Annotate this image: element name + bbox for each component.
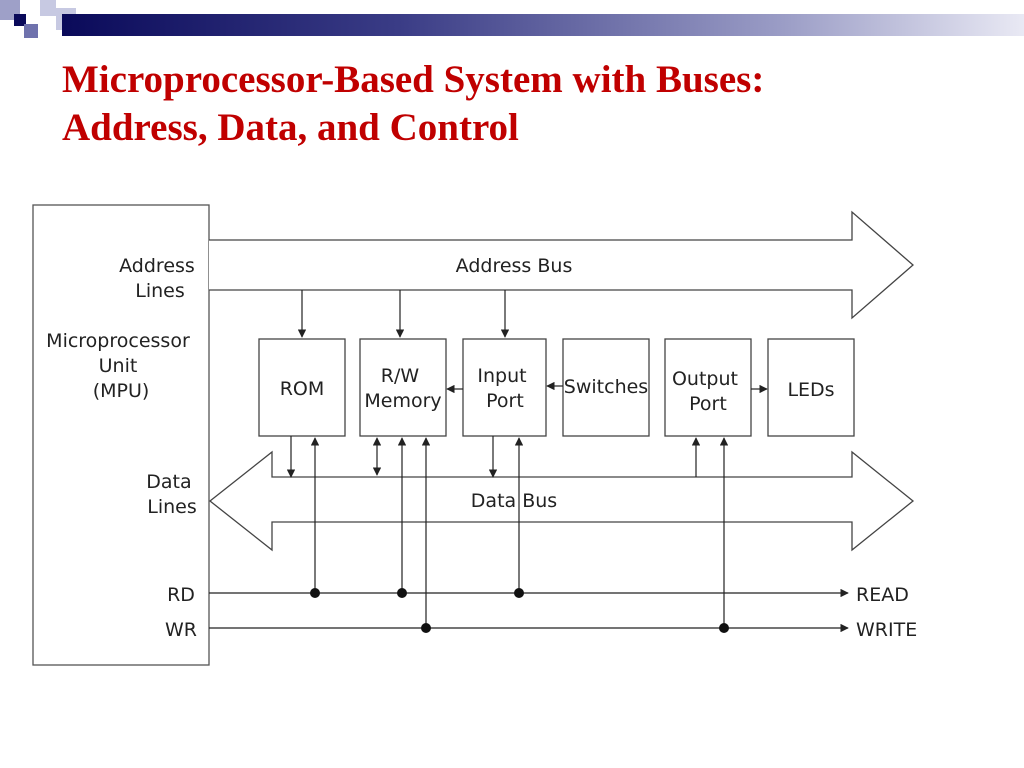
output-port-label: Output Port xyxy=(672,368,744,415)
decor-square xyxy=(24,24,38,38)
mpu-box xyxy=(32,204,210,666)
leds-label: LEDs xyxy=(787,379,834,401)
data-bus-arrow xyxy=(208,450,915,552)
title-bar-decoration xyxy=(62,14,1024,36)
mpu-unit-label: Microprocessor Unit (MPU) xyxy=(46,330,196,402)
decor-square xyxy=(40,0,56,16)
rw-memory-block xyxy=(359,338,447,437)
input-port-label: Input Port xyxy=(477,365,532,412)
slide-title: Microprocessor-Based System with Buses: … xyxy=(62,56,962,152)
junction-dot xyxy=(397,588,407,598)
input-port-block xyxy=(462,338,547,437)
write-label: WRITE xyxy=(856,619,917,641)
rom-label: ROM xyxy=(280,378,325,400)
address-lines-label: Address Lines xyxy=(119,255,201,302)
rom-block xyxy=(258,338,346,437)
switches-block xyxy=(562,338,650,437)
junction-dot xyxy=(310,588,320,598)
rw-memory-label: R/W Memory xyxy=(364,365,441,412)
junction-dot xyxy=(421,623,431,633)
switches-label: Switches xyxy=(564,376,648,398)
junction-dot xyxy=(514,588,524,598)
title-line-2: Address, Data, and Control xyxy=(62,106,519,149)
data-lines-label: Data Lines xyxy=(146,471,197,518)
decor-square xyxy=(14,14,26,26)
address-bus-label: Address Bus xyxy=(456,255,573,277)
rd-label: RD xyxy=(167,584,195,606)
read-label: READ xyxy=(856,584,909,606)
junction-dot xyxy=(719,623,729,633)
leds-block xyxy=(767,338,855,437)
output-port-block xyxy=(664,338,752,437)
title-line-1: Microprocessor-Based System with Buses: xyxy=(62,58,765,101)
data-bus-label: Data Bus xyxy=(471,490,557,512)
wr-label: WR xyxy=(165,619,197,641)
address-bus-arrow xyxy=(209,210,914,320)
